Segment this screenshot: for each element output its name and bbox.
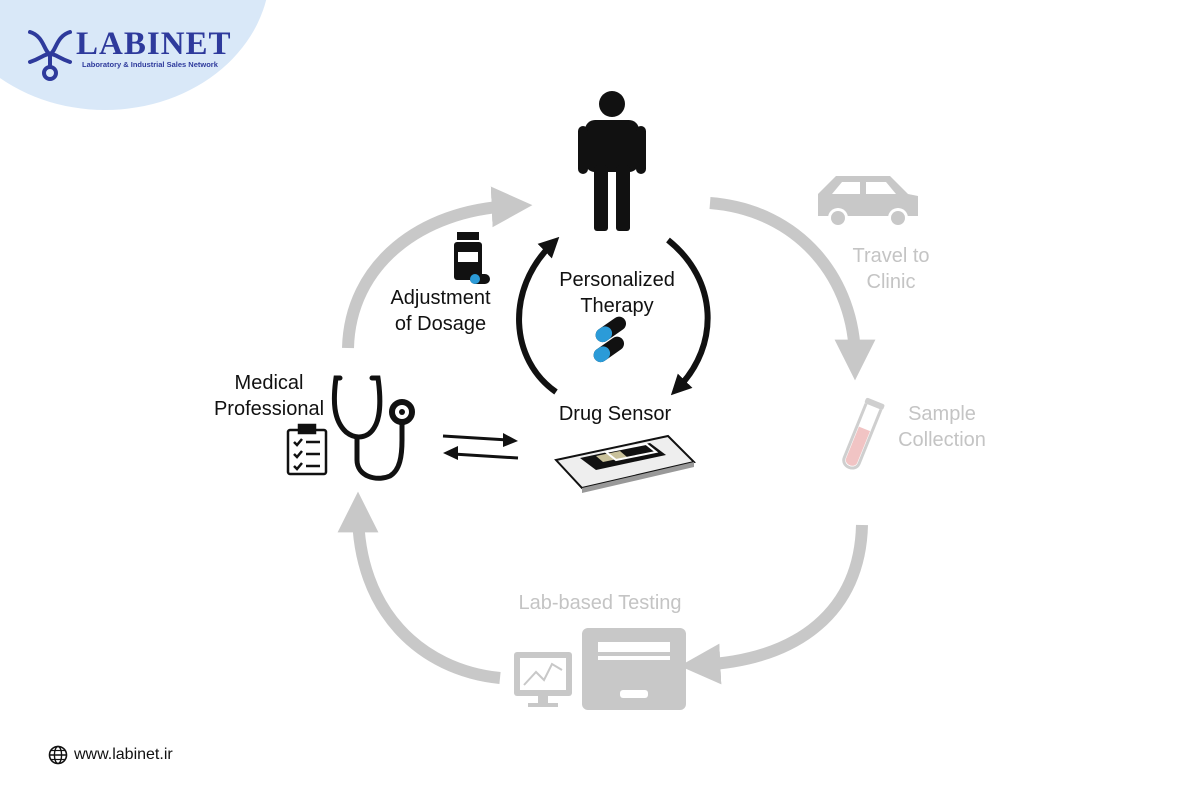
therapy-line1: Personalized [559,269,675,291]
clipboard-icon [286,423,328,476]
travel-line2: Clinic [866,270,916,293]
dosage-line1: Adjustment [390,287,491,309]
arrow-patient-to-travel [709,197,876,381]
professional-line2: Professional [213,397,325,420]
label-adjustment-of-dosage: Adjustment of Dosage [378,286,503,337]
label-medical-professional: Medical Professional [204,371,334,422]
lab-analyzer-icon [582,628,686,710]
stethoscope-chestpiece [399,409,405,415]
label-personalized-therapy: Personalized Therapy [552,268,682,319]
person-icon [578,91,646,231]
arrow-patient-to-sensor [666,237,711,396]
therapy-line2: Therapy [580,294,654,317]
sensor-chip-icon [554,434,696,493]
medicine-bottle-icon [454,232,490,284]
label-drug-sensor: Drug Sensor [558,403,672,425]
test-tube-icon [842,397,885,470]
professional-line1: Medical [234,372,304,394]
arrow-lab-to-professional [337,491,501,684]
sample-line2: Collection [898,428,986,451]
website-link[interactable]: www.labinet.ir [48,744,173,766]
arrow-professional-to-patient [342,186,533,349]
car-icon [818,176,918,228]
dosage-line2: of Dosage [394,312,487,335]
stethoscope-icon [331,375,415,481]
capsules-icon [593,316,627,363]
exchange-arrows [442,433,519,460]
brand-logo[interactable]: LABINET Laboratory & Industrial Sales Ne… [26,22,231,84]
brand-tagline: Laboratory & Industrial Sales Network [82,60,218,69]
sample-line1: Sample [908,403,976,425]
globe-icon [48,745,68,765]
website-url: www.labinet.ir [74,746,173,763]
arrow-sample-to-lab [679,524,868,685]
label-sample-collection: Sample Collection [884,402,1000,453]
monitor-icon [514,652,572,707]
label-travel-to-clinic: Travel to Clinic [836,244,946,295]
brand-name: LABINET [76,26,232,62]
travel-line1: Travel to [852,245,930,267]
arrow-sensor-to-patient [516,236,560,395]
label-lab-based-testing: Lab-based Testing [518,592,682,614]
logo-mark-icon [28,30,72,81]
